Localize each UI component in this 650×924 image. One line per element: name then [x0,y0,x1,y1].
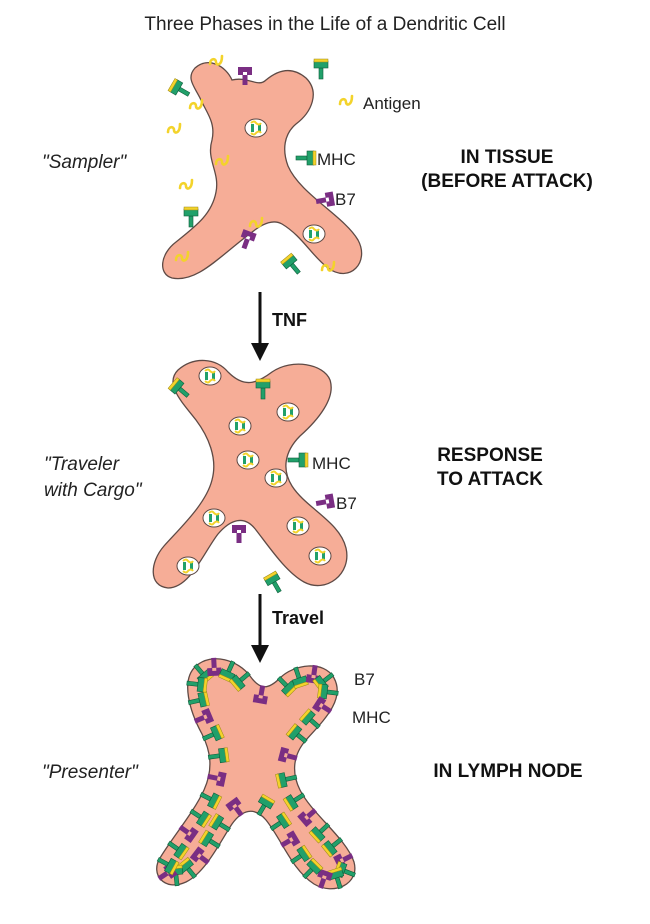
presenter-cell [154,657,358,891]
mhc-icon [287,452,309,468]
mhc-icon [183,206,199,228]
vesicle [228,416,252,436]
vesicle [276,402,300,422]
traveler-cell [152,359,348,596]
mhc-label: MHC [317,150,356,169]
mhc-icon [295,150,317,166]
vesicle [308,546,332,566]
phase-line: TO ATTACK [437,469,543,490]
phase-in-tissue: IN TISSUE (BEFORE ATTACK) [392,146,622,194]
mhc-icon [167,78,193,101]
antigen-icon [188,98,204,110]
antigen-icon [178,178,194,190]
phase-lymph-node: IN LYMPH NODE [433,761,583,782]
sampler-cell [162,54,363,280]
cell-name-line: with Cargo" [44,480,142,501]
tnf-label: TNF [272,310,307,330]
phase-line: RESPONSE [437,445,543,466]
antigen-label: Antigen [363,94,421,113]
mhc-label: MHC [312,454,351,473]
b7-icon [314,493,336,511]
vesicle [176,556,200,576]
b7-label: B7 [354,670,375,689]
mhc-icon [280,252,305,278]
antigen-icon [166,122,182,134]
vesicle [202,508,226,528]
b7-label: B7 [335,190,356,209]
antigen-icon [338,94,354,106]
mhc-icon [313,58,329,80]
travel-label: Travel [272,608,325,628]
vesicle [198,366,222,386]
vesicle [302,224,326,244]
phase-line: IN TISSUE [460,147,554,168]
b7-icon [232,525,246,543]
sampler-cell-body [162,62,363,280]
phase-line: (BEFORE ATTACK) [421,171,593,192]
traveler-name: "Traveler with Cargo" [44,452,142,504]
vesicle [264,468,288,488]
vesicle [244,118,268,138]
b7-label: B7 [336,494,357,513]
mhc-icon [263,570,286,596]
cell-name-line: "Traveler [44,454,120,475]
vesicle [236,450,260,470]
vesicle [286,516,310,536]
sampler-name: "Sampler" [42,152,127,173]
phase-response: RESPONSE TO ATTACK [400,444,580,492]
diagram-title: Three Phases in the Life of a Dendritic … [144,14,506,35]
mhc-label: MHC [352,708,391,727]
presenter-name: "Presenter" [42,762,138,783]
